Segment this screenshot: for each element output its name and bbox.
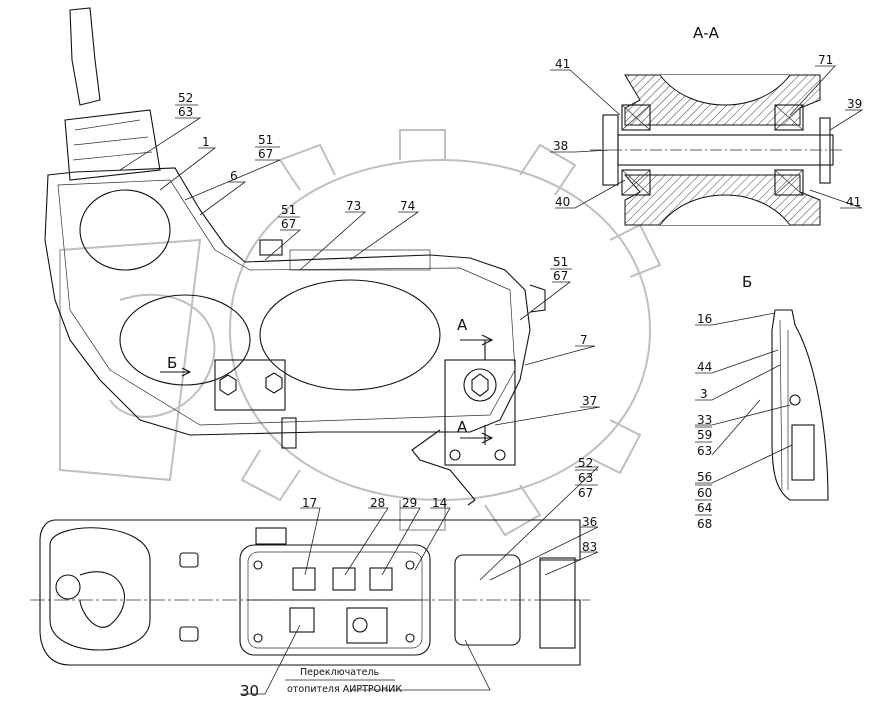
label-73: 73 [346, 199, 361, 213]
label-52: 52 [178, 91, 193, 105]
label-83: 83 [582, 540, 597, 554]
label-51: 51 [258, 133, 273, 147]
label-52: 52 [578, 456, 593, 470]
label-67: 67 [258, 147, 273, 161]
label-51: 51 [553, 255, 568, 269]
caption-line-1: Переключатель [300, 667, 380, 678]
label-16: 16 [697, 312, 712, 326]
view-marker-b: Б [167, 354, 177, 372]
label-74: 74 [400, 199, 415, 213]
label-56: 56 [697, 470, 712, 484]
label-67: 67 [553, 269, 568, 283]
section-a-a-view [590, 74, 845, 226]
switch-29[interactable] [369, 567, 393, 591]
label-30: 30 [240, 682, 259, 700]
label-37: 37 [582, 394, 597, 408]
label-63: 63 [578, 471, 593, 485]
view-b-title: Б [742, 273, 752, 291]
label-39: 39 [847, 97, 862, 111]
label-59: 59 [697, 428, 712, 442]
label-71: 71 [818, 53, 833, 67]
label-60: 60 [697, 486, 712, 500]
switch-30[interactable] [289, 607, 315, 633]
label-40: 40 [555, 195, 570, 209]
leader-lines [119, 65, 864, 695]
switch-17[interactable] [292, 567, 316, 591]
label-1: 1 [202, 135, 210, 149]
label-28: 28 [370, 496, 385, 510]
label-36: 36 [582, 515, 597, 529]
section-title: А-А [693, 24, 720, 42]
label-41: 41 [555, 57, 570, 71]
label-7: 7 [580, 333, 588, 347]
view-b-detail [771, 309, 829, 501]
section-marker-a: А [457, 316, 468, 334]
label-68: 68 [697, 517, 712, 531]
watermark-gear-logo [59, 129, 662, 537]
label-3: 3 [700, 387, 708, 401]
label-63: 63 [178, 105, 193, 119]
label-44: 44 [697, 360, 712, 374]
label-6: 6 [230, 169, 238, 183]
side-view [44, 7, 546, 506]
label-14: 14 [432, 496, 447, 510]
label-63: 63 [697, 444, 712, 458]
switch-28[interactable] [332, 567, 356, 591]
label-67: 67 [578, 486, 593, 500]
caption-line-2: отопителя АИРТРОНИК [287, 684, 402, 695]
section-marker-a: А [457, 418, 468, 436]
label-41: 41 [846, 195, 861, 209]
label-67: 67 [281, 217, 296, 231]
label-17: 17 [302, 496, 317, 510]
label-64: 64 [697, 501, 712, 515]
label-33: 33 [697, 413, 712, 427]
label-38: 38 [553, 139, 568, 153]
label-29: 29 [402, 496, 417, 510]
label-51: 51 [281, 203, 296, 217]
panel-top-view [30, 519, 590, 666]
airtronic-heater-switch[interactable] [346, 607, 388, 644]
callout-labels: 52 63 1 51 67 6 51 67 73 74 51 67 7 37 А… [167, 24, 862, 700]
